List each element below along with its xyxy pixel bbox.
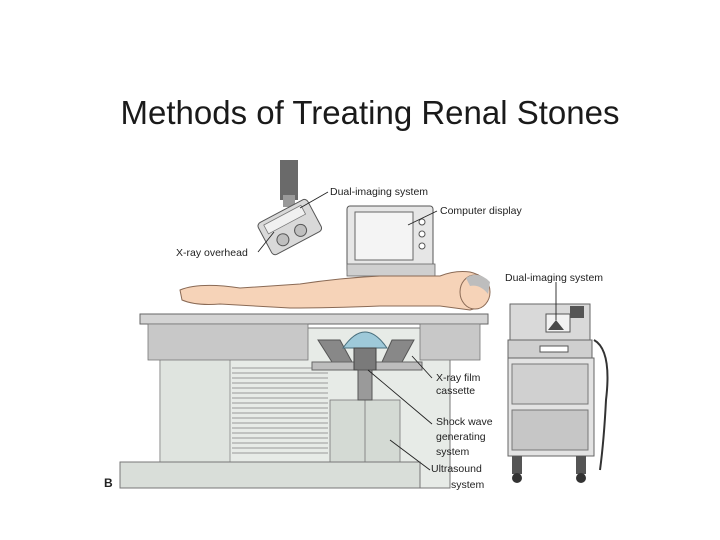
slide-title: Methods of Treating Renal Stones	[120, 94, 620, 131]
xray-overhead-unit	[257, 160, 323, 256]
label-ultrasound-line1: Ultrasound	[431, 463, 482, 475]
label-dual-imaging-top: Dual-imaging system	[330, 186, 428, 198]
label-shock-wave-line2: generating	[436, 431, 486, 443]
label-shock-wave-line1: Shock wave	[436, 416, 493, 428]
label-ultrasound-line2: system	[451, 479, 485, 491]
label-shock-wave-line3: system	[436, 446, 470, 458]
leader-lines	[257, 191, 557, 471]
patient	[179, 271, 491, 311]
label-xray-overhead: X-ray overhead	[176, 247, 248, 259]
label-xray-film-line1: X-ray film	[436, 372, 481, 384]
shock-wave-generator	[342, 331, 388, 401]
panel-letter: B	[104, 476, 113, 490]
label-xray-film-line2: cassette	[436, 385, 475, 397]
label-computer-display: Computer display	[440, 205, 522, 217]
ultrasound-cart	[507, 303, 609, 483]
computer-display	[346, 205, 436, 277]
label-dual-imaging-right: Dual-imaging system	[505, 272, 603, 284]
